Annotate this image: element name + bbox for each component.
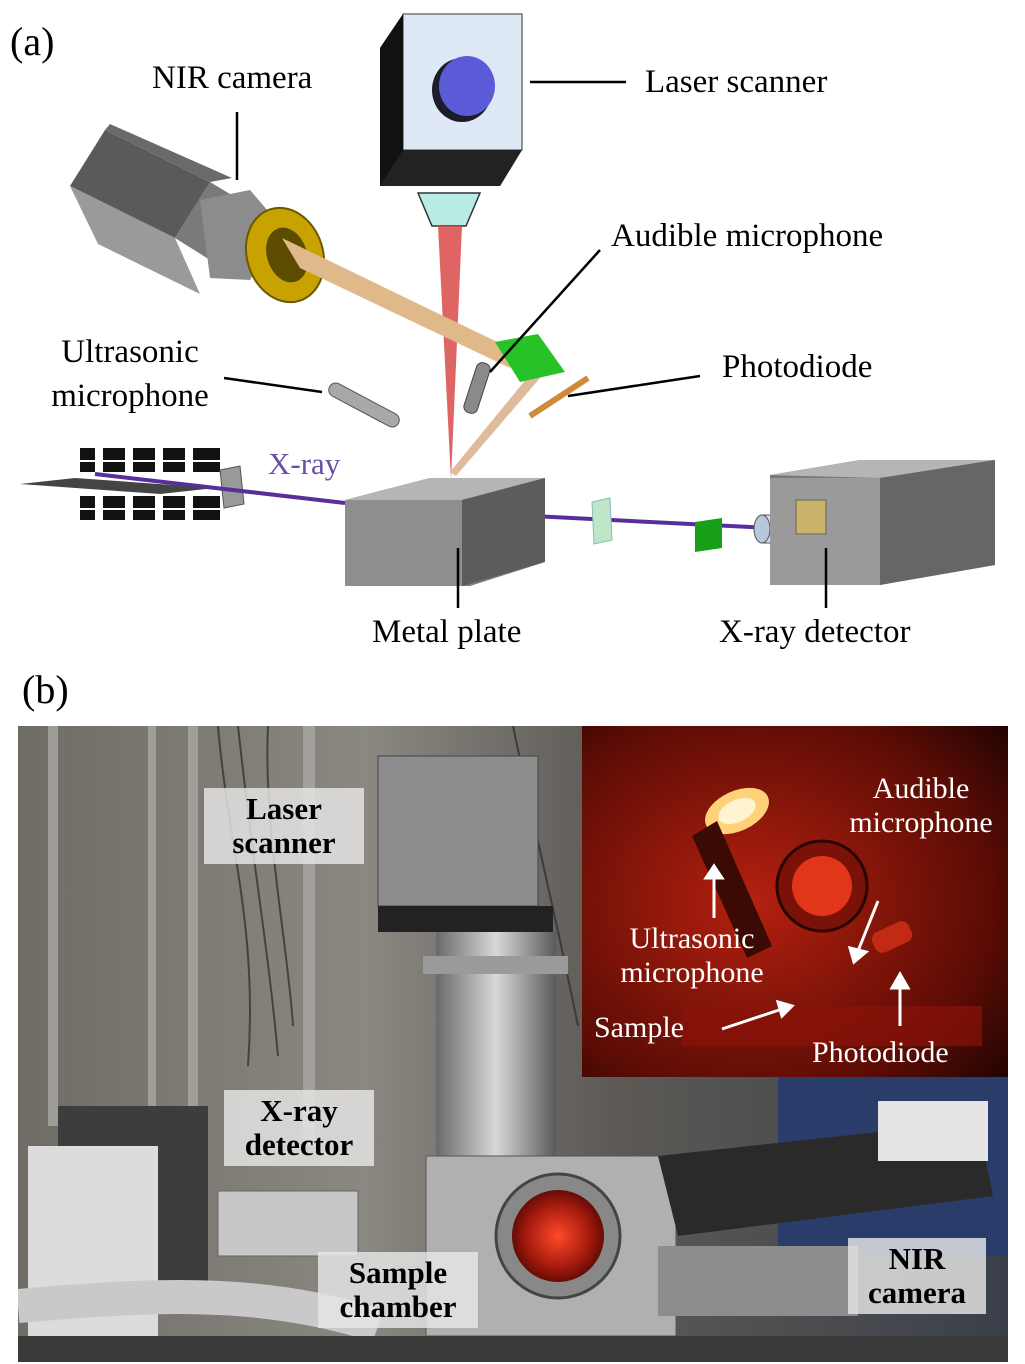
photo-laser-scanner-line2: scanner xyxy=(232,825,336,860)
photo-sample-chamber-line1: Sample xyxy=(348,1255,448,1290)
inset-photo: Audible microphone Ultrasonic microphone… xyxy=(582,726,1008,1077)
xray-detector-box xyxy=(770,460,995,585)
inset-ultrasonic-line2: microphone xyxy=(620,956,764,989)
photo-nir-camera-line2: camera xyxy=(867,1275,967,1310)
audible-microphone-label: Audible microphone xyxy=(611,218,884,254)
photo-sample-chamber-line2: chamber xyxy=(339,1289,457,1324)
laser-scanner-label: Laser scanner xyxy=(645,64,828,100)
inset-photodiode-label: Photodiode xyxy=(812,1036,949,1069)
panel-a-letter: (a) xyxy=(10,19,55,64)
inset-red-scene xyxy=(582,726,1008,1077)
ultrasonic-microphone xyxy=(328,382,400,428)
photo-xray-detector-line1: X-ray xyxy=(260,1093,338,1128)
photo-nir-camera-line1: NIR xyxy=(888,1241,946,1276)
nir-camera-label: NIR camera xyxy=(152,60,313,96)
laser-beam xyxy=(438,226,462,480)
panel-a-schematic: (a) NIR camera Laser scanner Audible mic… xyxy=(0,0,1025,680)
inset-audible-line2: microphone xyxy=(849,806,993,839)
laser-scanner-box xyxy=(380,13,523,186)
xray-detector-label: X-ray detector xyxy=(719,614,911,650)
photo-xray-detector-line2: detector xyxy=(244,1127,354,1162)
metal-plate-label: Metal plate xyxy=(372,614,522,650)
photo-nir-camera-label: NIR camera xyxy=(848,1238,986,1314)
photo-laser-scanner-line1: Laser xyxy=(246,791,322,826)
inset-sample-label: Sample xyxy=(594,1011,684,1044)
audible-microphone xyxy=(463,362,491,414)
photodiode-shape xyxy=(528,375,590,419)
nir-beam xyxy=(282,238,518,368)
leader-lines xyxy=(223,80,828,608)
photo-sample-chamber-label: Sample chamber xyxy=(318,1252,478,1328)
inset-audible-line1: Audible xyxy=(872,772,970,805)
filter xyxy=(591,497,613,545)
xray-label: X-ray xyxy=(268,446,341,481)
photo-laser-scanner-label: Laser scanner xyxy=(204,788,364,864)
photodiode-label: Photodiode xyxy=(722,349,873,385)
schematic-drawing xyxy=(20,13,995,608)
mirror xyxy=(495,334,565,382)
xray-source xyxy=(20,448,245,520)
photo-xray-detector-label: X-ray detector xyxy=(224,1090,374,1166)
metal-plate xyxy=(345,478,545,586)
ultrasonic-microphone-label-line2: microphone xyxy=(51,378,209,414)
panel-b-letter: (b) xyxy=(22,667,69,712)
ultrasonic-microphone-label-line1: Ultrasonic xyxy=(61,334,199,370)
nir-camera-body xyxy=(70,124,326,304)
green-filter xyxy=(695,518,722,552)
xray-beam-in xyxy=(94,472,346,505)
inset-ultrasonic-line1: Ultrasonic xyxy=(629,922,755,955)
panel-b-photo: Laser scanner X-ray detector Sample cham… xyxy=(18,726,1008,1362)
scanner-nozzle xyxy=(416,192,482,227)
audible-beam xyxy=(450,372,540,476)
